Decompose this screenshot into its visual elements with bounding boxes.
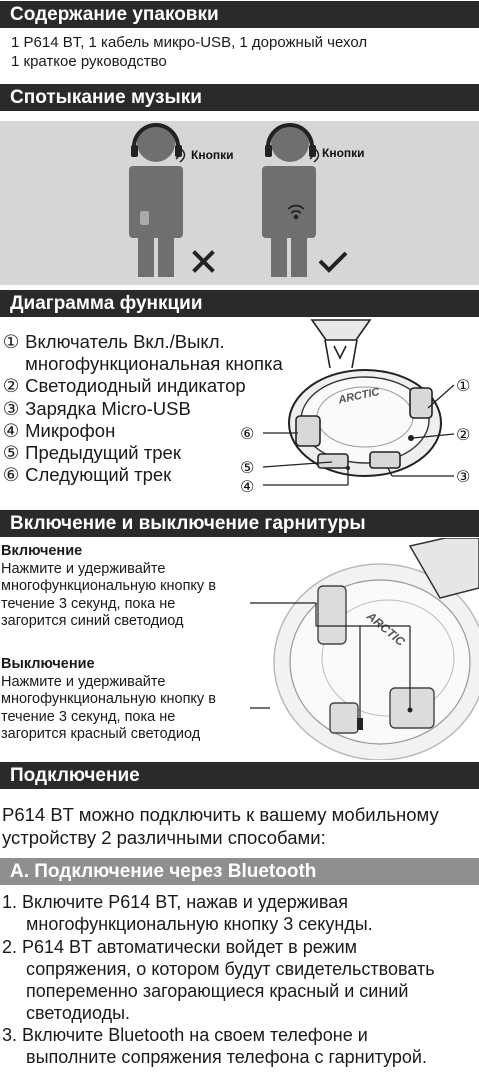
music-illustration: Кнопки Кнопки: [129, 123, 365, 277]
checkmark-icon: [318, 251, 348, 273]
callout-2: ②: [456, 425, 470, 444]
signal-waves-left-icon: [175, 147, 186, 163]
next-track-button-icon: [295, 415, 321, 447]
feature-item-3: ③ Зарядка Micro-USB: [2, 398, 191, 419]
music-label-left: Кнопки: [191, 148, 234, 162]
feature-item-6: ⑥ Следующий трек: [2, 464, 172, 485]
headphones-right-icon: [266, 123, 314, 148]
package-line-2: 1 краткое руководство: [11, 53, 167, 70]
section-title-power: Включение и выключение гарнитуры: [0, 510, 479, 537]
callout-3: ③: [456, 467, 470, 486]
wifi-signal-icon: [287, 204, 305, 220]
prev-track-button-icon: [317, 453, 349, 469]
cross-icon: [192, 250, 215, 273]
section-title-bluetooth: A. Подключение через Bluetooth: [0, 858, 479, 885]
section-title-connect: Подключение: [0, 762, 479, 789]
power-on-block: Включение Нажмите и удерживайте многофун…: [1, 543, 216, 629]
power-button-large-icon: [317, 585, 347, 645]
feature-item-5: ⑤ Предыдущий трек: [2, 442, 181, 463]
section-title-music: Спотыкание музыки: [0, 84, 479, 111]
music-label-right: Кнопки: [322, 146, 365, 160]
usb-port-icon: [369, 451, 401, 469]
feature-item-1b: многофункциональная кнопка: [25, 353, 283, 374]
bluetooth-step-2: 2. P614 BT автоматически войдет в режим …: [2, 937, 435, 1023]
headset-diagram: ARCTIC ① ② ③ ④ ⑤ ⑥: [240, 319, 470, 496]
feature-item-4: ④ Микрофон: [2, 420, 116, 441]
power-button-icon: [409, 387, 433, 419]
package-line-1: 1 P614 BT, 1 кабель микро-USB, 1 дорожны…: [11, 34, 368, 51]
power-diagram: ARCTIC: [250, 538, 479, 760]
power-off-heading: Выключение: [1, 656, 95, 672]
bluetooth-step-1: 1. Включите P614 BT, нажав и удерживая м…: [2, 892, 373, 934]
power-on-heading: Включение: [1, 543, 83, 559]
connect-description: P614 BT можно подключить к вашему мобиль…: [2, 804, 439, 848]
headband-large-icon: [408, 538, 479, 599]
music-illustration-panel: [0, 121, 479, 285]
person-right-icon: [262, 124, 316, 277]
section-title-package: Содержание упаковки: [0, 1, 479, 28]
feature-item-2: ② Светодиодный индикатор: [2, 375, 246, 396]
feature-item-1: ① Включатель Вкл./Выкл.: [2, 331, 225, 352]
power-off-block: Выключение Нажмите и удерживайте многофу…: [1, 656, 216, 742]
headband-icon: [310, 319, 372, 369]
callout-1: ①: [456, 376, 470, 395]
section-title-diagram: Диаграмма функции: [0, 290, 479, 317]
bluetooth-step-3: 3. Включите Bluetooth на своем телефоне …: [2, 1025, 427, 1067]
phone-pocket-left-icon: [140, 211, 149, 225]
callout-5: ⑤: [240, 458, 254, 477]
callout-4: ④: [240, 477, 254, 496]
callout-6: ⑥: [240, 424, 254, 443]
led-indicator-icon: [408, 435, 414, 441]
headphones-left-icon: [132, 123, 180, 148]
signal-waves-right-icon: [309, 147, 320, 163]
